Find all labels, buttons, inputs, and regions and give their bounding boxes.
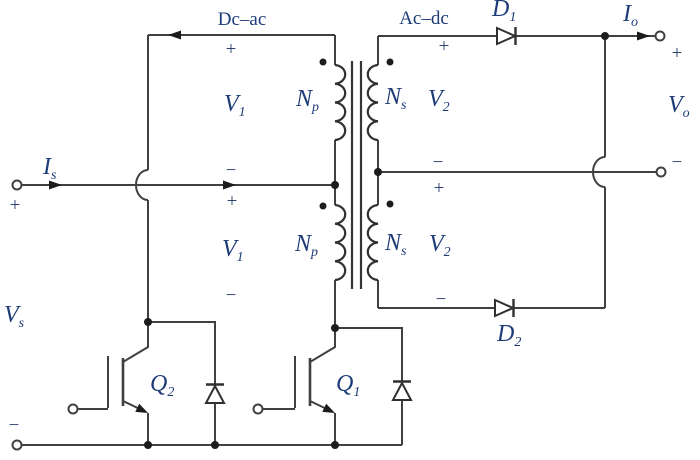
phase-dot-primary-bottom: [319, 202, 327, 210]
q1-diode-triangle: [391, 380, 413, 401]
arrow-top-loop-left: [168, 30, 181, 40]
q2-gate-terminal: [67, 403, 79, 415]
junction-primary-center-tap: [331, 181, 339, 189]
arrow-io: [637, 31, 650, 41]
wire-q1-diode-branch: [335, 327, 403, 445]
polarity-signs: + − + − + − + − + − + −: [9, 36, 683, 436]
current-arrows: [49, 30, 650, 190]
q2-emitter-arrow: [135, 403, 148, 413]
arrow-is: [49, 180, 62, 190]
q2-diode-triangle: [204, 383, 226, 404]
junction-rail-q1: [331, 441, 339, 449]
igbt-q1: [252, 328, 336, 445]
np-top-label: Np: [295, 86, 319, 115]
input-positive-terminal: [11, 179, 23, 191]
junction-q1-collector: [331, 324, 339, 332]
junction-dots: [144, 32, 609, 449]
arrow-center-tap: [223, 180, 236, 190]
input-negative-terminal: [11, 439, 23, 451]
ns-bottom-label: Ns: [384, 230, 407, 259]
q1-emitter-arrow: [322, 403, 335, 413]
junction-q2-collector: [144, 318, 152, 326]
vs-label: Vs: [4, 302, 25, 331]
input-minus-sign: −: [9, 415, 20, 436]
labels: Dc–ac Ac–dc D1 D2 Io Vo Is Vs Q2 Q1 V1 V…: [4, 0, 690, 400]
q2-collector: [122, 322, 149, 363]
phase-dot-secondary-top: [386, 58, 394, 66]
v1-top-label: V1: [224, 91, 246, 120]
v2-top-plus-sign: +: [439, 36, 450, 57]
v2-top-minus-sign: −: [433, 152, 444, 173]
primary-winding-top: [334, 63, 347, 142]
ac-dc-label: Ac–dc: [399, 8, 449, 29]
ns-top-label: Ns: [384, 84, 407, 113]
freewheel-diode-q1: [391, 380, 413, 401]
v1-top-minus-sign: −: [226, 160, 237, 181]
secondary-winding-top: [366, 63, 379, 142]
wire-hop-right: [592, 156, 606, 188]
junction-rail-q2: [144, 441, 152, 449]
np-bottom-label: Np: [294, 231, 318, 260]
v1-bottom-label: V1: [222, 236, 244, 265]
v1-bottom-minus-sign: −: [226, 285, 237, 306]
phase-dot-primary-top: [319, 58, 327, 66]
output-minus-sign: −: [672, 152, 683, 173]
v2-bottom-plus-sign: +: [434, 178, 445, 199]
q2-label: Q2: [150, 371, 174, 400]
v1-top-plus-sign: +: [226, 39, 237, 60]
q1-label: Q1: [336, 371, 360, 400]
v2-bottom-label: V2: [429, 231, 451, 260]
vo-label: Vo: [668, 92, 690, 121]
d1-triangle: [496, 26, 518, 46]
d2-label: D2: [496, 321, 521, 350]
q1-gate-terminal: [252, 403, 264, 415]
primary-winding-bottom: [334, 203, 347, 282]
freewheel-diode-q2: [204, 383, 226, 404]
transformer-core: [350, 61, 363, 289]
io-label: Io: [622, 1, 638, 30]
diode-d1: [496, 26, 518, 46]
phase-dot-secondary-bottom: [386, 200, 394, 208]
d1-label: D1: [491, 0, 516, 25]
dc-ac-label: Dc–ac: [218, 9, 267, 30]
secondary-winding-bottom: [366, 203, 379, 282]
output-plus-sign: +: [672, 43, 683, 64]
igbt-q2: [67, 322, 149, 445]
diode-d2: [494, 298, 516, 318]
output-negative-terminal: [655, 166, 667, 178]
d2-triangle: [494, 298, 516, 318]
terminals: [11, 30, 667, 451]
junction-secondary-center-tap: [374, 168, 382, 176]
is-label: Is: [42, 154, 57, 183]
output-positive-terminal: [654, 30, 666, 42]
input-plus-sign: +: [10, 195, 21, 216]
transformer: [319, 58, 394, 289]
v2-bottom-minus-sign: −: [436, 289, 447, 310]
q1-collector: [309, 328, 336, 363]
junction-output-top: [601, 32, 609, 40]
junction-rail-q2-diode: [211, 441, 219, 449]
v2-top-label: V2: [428, 86, 450, 115]
v1-bottom-plus-sign: +: [227, 191, 238, 212]
